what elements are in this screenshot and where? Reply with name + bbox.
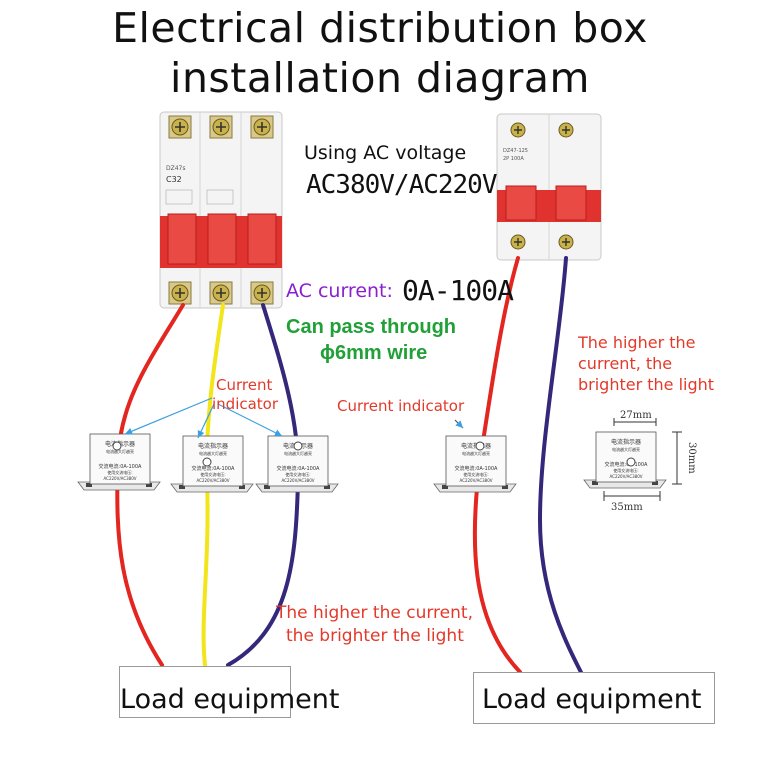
indicator-print-text: 交流电流:0A-100A (455, 465, 499, 472)
diagram-title-line1: Electrical distribution box (112, 4, 648, 52)
terminal-screw-bottom (168, 281, 274, 305)
indicator-print-text: AC220V/AC380V (196, 478, 229, 483)
indicator-print-text: 电流越大灯越亮 (462, 450, 490, 456)
indicator-label-left-line1: Current (216, 376, 273, 394)
indicator-print-text: 电流指示器 (198, 442, 228, 450)
indicator-label-right: Current indicator (337, 397, 465, 415)
breaker-2p-rating-text: 2P 100A (503, 156, 524, 162)
current-indicator-unit: 电流指示器电流越大灯越亮交流电流:0A-100A使用交流电压:AC220V/AC… (583, 431, 667, 489)
current-indicator-unit: 电流指示器电流越大灯越亮交流电流:0A-100A使用交流电压:AC220V/AC… (77, 433, 161, 491)
brightness-left-line2: the brighter the light (286, 626, 464, 646)
indicator-print-text: 交流电流:0A-100A (605, 461, 649, 468)
current-indicator-unit: 电流指示器电流越大灯越亮交流电流:0A-100A使用交流电压:AC220V/AC… (255, 435, 339, 493)
indicator-print-text: 使用交流电压: (107, 469, 132, 475)
breaker-model-text: DZ47s (166, 165, 186, 172)
indicator-lamp (293, 441, 303, 451)
callout-arrows (124, 397, 464, 439)
breaker-2p-model-text: DZ47-125 (503, 148, 528, 154)
indicator-print-text: AC220V/AC380V (281, 478, 314, 483)
voltage-value: AC380V/AC220V (306, 170, 497, 200)
load-box-left (119, 666, 291, 718)
indicator-print-text: 使用交流电压: (200, 471, 225, 477)
indicator-print-text: 电流越大灯越亮 (284, 450, 312, 456)
load-label-left: Load equipment (120, 684, 340, 715)
indicator-lamp (626, 457, 636, 467)
wire-blue-right (537, 256, 592, 692)
indicator-print-text: AC220V/AC380V (103, 476, 136, 481)
indicator-print-text: 使用交流电压: (285, 471, 310, 477)
brightness-right-line2: current, the (578, 354, 673, 373)
indicator-print-text: AC220V/AC380V (609, 474, 642, 479)
indicator-print-text: 使用交流电压: (463, 471, 488, 477)
indicator-print-text: 使用交流电压: (613, 467, 638, 473)
indicator-print-text: 电流越大灯越亮 (199, 450, 227, 456)
current-value: 0A-100A (402, 274, 514, 307)
dim-height-side: 30mm (686, 442, 697, 474)
dim-width-bottom: 35mm (611, 502, 643, 513)
current-label: AC current: (286, 280, 393, 302)
indicator-print-text: 电流越大灯越亮 (612, 446, 640, 452)
indicator-print-text: 交流电流:0A-100A (192, 465, 236, 472)
current-indicator-unit: 电流指示器电流越大灯越亮交流电流:0A-100A使用交流电压:AC220V/AC… (433, 435, 517, 493)
wire-note-line2: ϕ6mm wire (320, 342, 428, 364)
current-indicator-group: 电流指示器电流越大灯越亮交流电流:0A-100A使用交流电压:AC220V/AC… (77, 431, 667, 493)
brightness-right-line3: brighter the light (578, 375, 715, 394)
indicator-print-text: 交流电流:0A-100A (99, 463, 143, 470)
breaker-rating-text: C32 (166, 175, 182, 184)
load-box-right (473, 672, 715, 724)
diagram-title-line2: installation diagram (170, 54, 590, 102)
indicator-lamp (112, 441, 122, 451)
brightness-left-line1: The higher the current, (276, 603, 473, 623)
voltage-label: Using AC voltage (304, 142, 467, 164)
indicator-lamp (202, 457, 212, 467)
load-label-right: Load equipment (482, 684, 702, 715)
breaker-2-pole: DZ47-125 2P 100A (496, 113, 602, 261)
terminal-screw-top (168, 115, 274, 139)
brightness-right-line1: The higher the (578, 333, 696, 352)
indicator-label-left-line2: indicator (212, 395, 279, 413)
indicator-print-text: 电流越大灯越亮 (106, 448, 134, 454)
wire-note-line1: Can pass through (286, 316, 457, 338)
dim-width-top: 27mm (620, 410, 652, 421)
indicator-print-text: 电流指示器 (611, 438, 641, 446)
indicator-print-text: AC220V/AC380V (459, 478, 492, 483)
current-indicator-unit: 电流指示器电流越大灯越亮交流电流:0A-100A使用交流电压:AC220V/AC… (170, 435, 254, 493)
indicator-print-text: 交流电流:0A-100A (277, 465, 321, 472)
breaker-3-pole: DZ47s C32 (159, 111, 283, 309)
indicator-lamp (475, 441, 485, 451)
dimension-lines (603, 418, 682, 501)
